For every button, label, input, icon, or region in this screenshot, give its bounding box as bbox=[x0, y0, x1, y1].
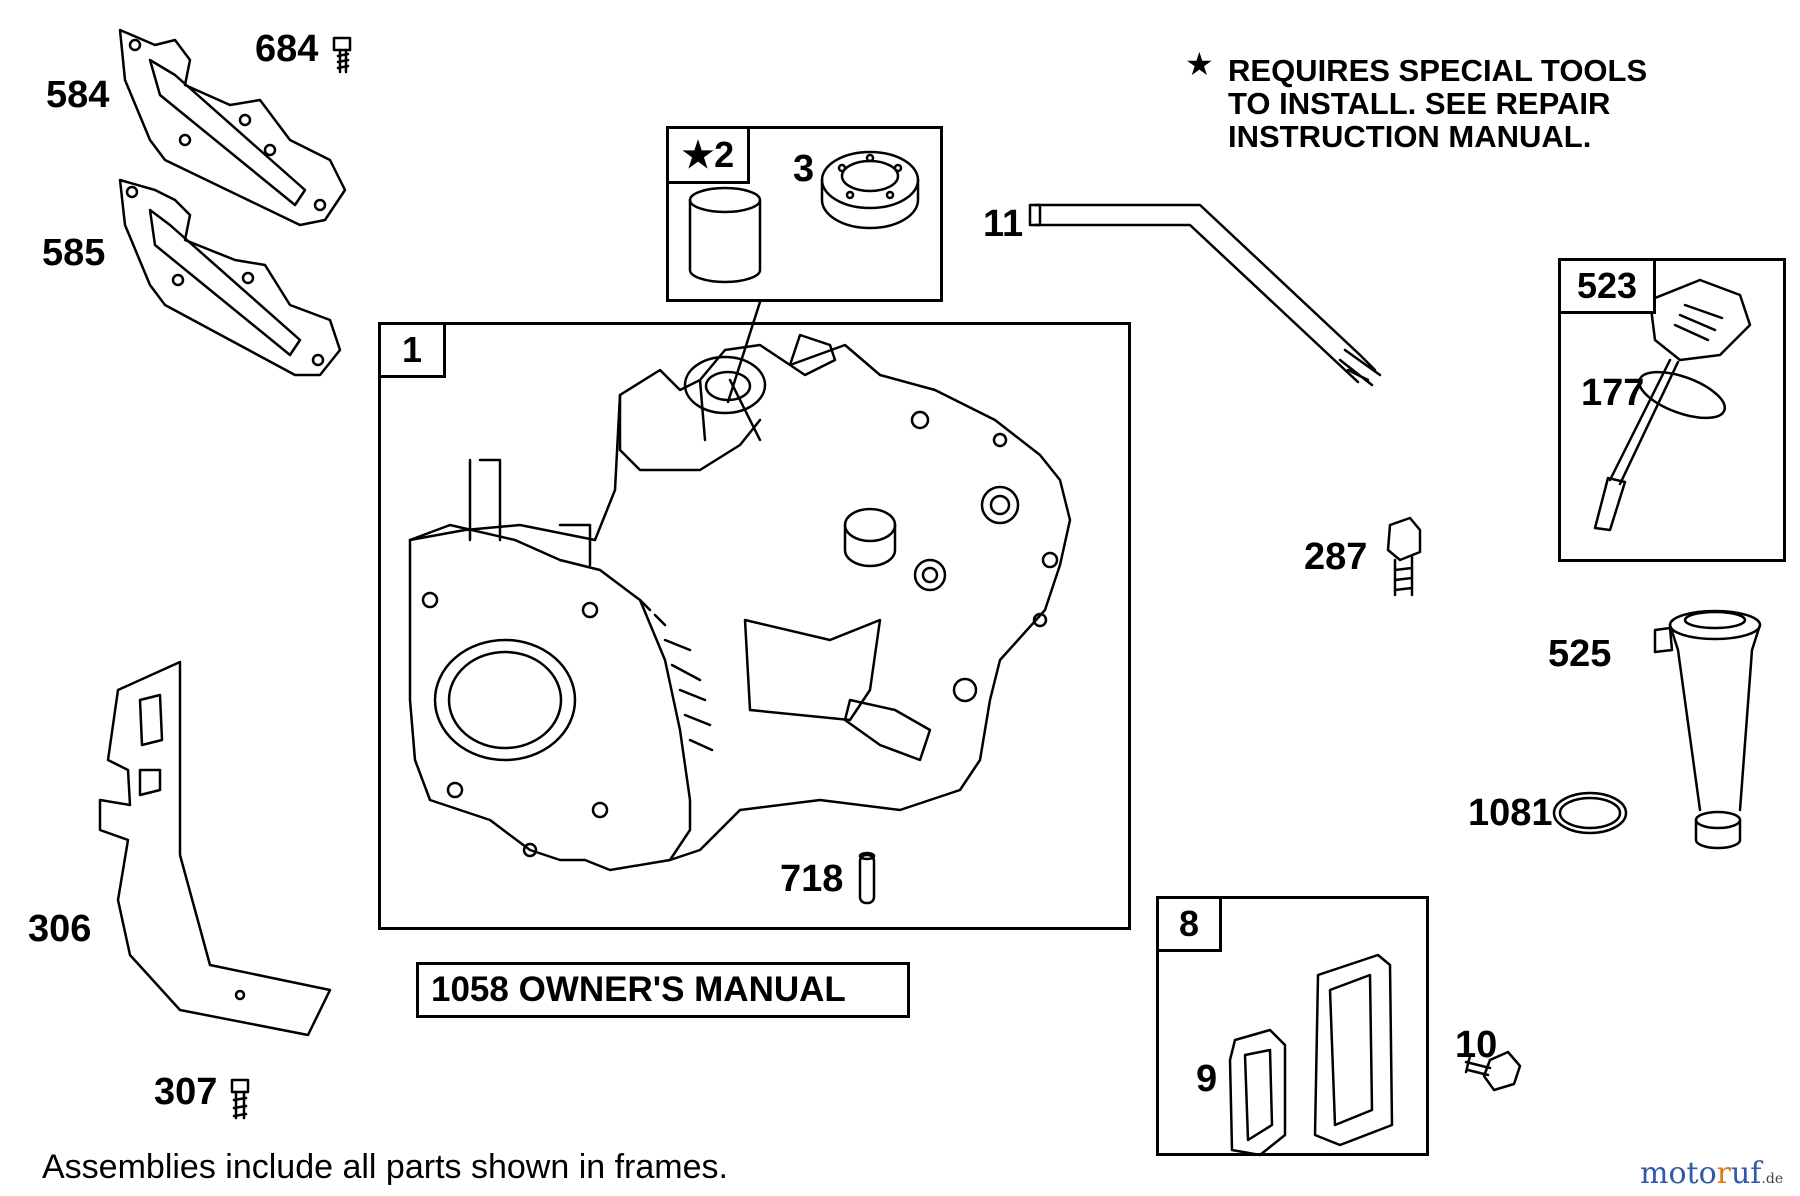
part-label-525: 525 bbox=[1548, 633, 1612, 675]
part-label-718: 718 bbox=[780, 858, 844, 900]
cylinder-block-drawing bbox=[408, 333, 1072, 872]
assemblies-footnote: Assemblies include all parts shown in fr… bbox=[42, 1148, 728, 1186]
special-tools-note: REQUIRES SPECIAL TOOLS TO INSTALL. SEE R… bbox=[1228, 54, 1647, 153]
part-label-307: 307 bbox=[154, 1071, 218, 1113]
frame-tag-8: 8 bbox=[1156, 896, 1222, 952]
dowel-pin-718-drawing bbox=[858, 851, 876, 905]
frame-bearing-kit: ★2 bbox=[666, 126, 943, 302]
frame-tag-1: 1 bbox=[378, 322, 446, 378]
part-label-306: 306 bbox=[28, 908, 92, 950]
seal-3-drawing bbox=[820, 150, 920, 230]
part-label-9: 9 bbox=[1196, 1058, 1218, 1100]
screw-307-drawing bbox=[230, 1078, 250, 1120]
owners-manual-label: 1058 OWNER'S MANUAL bbox=[416, 962, 910, 1018]
dipstick-523-drawing bbox=[1593, 278, 1752, 532]
frame-tag-2: ★2 bbox=[666, 126, 750, 184]
part-label-10: 10 bbox=[1455, 1024, 1498, 1066]
oring-1081-drawing bbox=[1552, 791, 1628, 835]
tube-11-drawing bbox=[1028, 203, 1382, 387]
bushing-2-drawing bbox=[688, 186, 762, 284]
part-label-684: 684 bbox=[255, 28, 319, 70]
part-label-3: 3 bbox=[793, 148, 815, 190]
frame-cylinder-block: 1 bbox=[378, 322, 1131, 930]
stud-287-drawing bbox=[1386, 516, 1422, 597]
part-label-1081: 1081 bbox=[1468, 792, 1553, 834]
note-line-2: TO INSTALL. SEE REPAIR bbox=[1228, 86, 1611, 121]
note-line-1: REQUIRES SPECIAL TOOLS bbox=[1228, 53, 1648, 88]
part-label-177: 177 bbox=[1581, 372, 1645, 414]
part-label-11: 11 bbox=[983, 203, 1024, 245]
breather-gasket-9-drawing bbox=[1228, 1028, 1287, 1157]
note-line-3: INSTRUCTION MANUAL. bbox=[1228, 119, 1592, 154]
breather-cover-drawing bbox=[1313, 953, 1394, 1147]
part-label-585: 585 bbox=[42, 232, 106, 274]
part-label-287: 287 bbox=[1304, 536, 1368, 578]
frame-breather-assembly: 8 bbox=[1156, 896, 1429, 1156]
watermark: motoruf.de bbox=[1640, 1156, 1784, 1191]
special-tools-star-icon: ★ bbox=[1185, 46, 1214, 82]
screw-10-drawing bbox=[1464, 1050, 1522, 1092]
frame-dipstick-assembly: 523 bbox=[1558, 258, 1786, 562]
frame-tag-523: 523 bbox=[1558, 258, 1656, 314]
screw-684-drawing bbox=[332, 36, 352, 74]
shield-306-drawing bbox=[98, 660, 332, 1037]
part-label-584: 584 bbox=[46, 74, 110, 116]
fill-tube-525-drawing bbox=[1653, 609, 1762, 850]
gasket-585-drawing bbox=[118, 178, 342, 377]
gasket-584-drawing bbox=[118, 28, 347, 227]
